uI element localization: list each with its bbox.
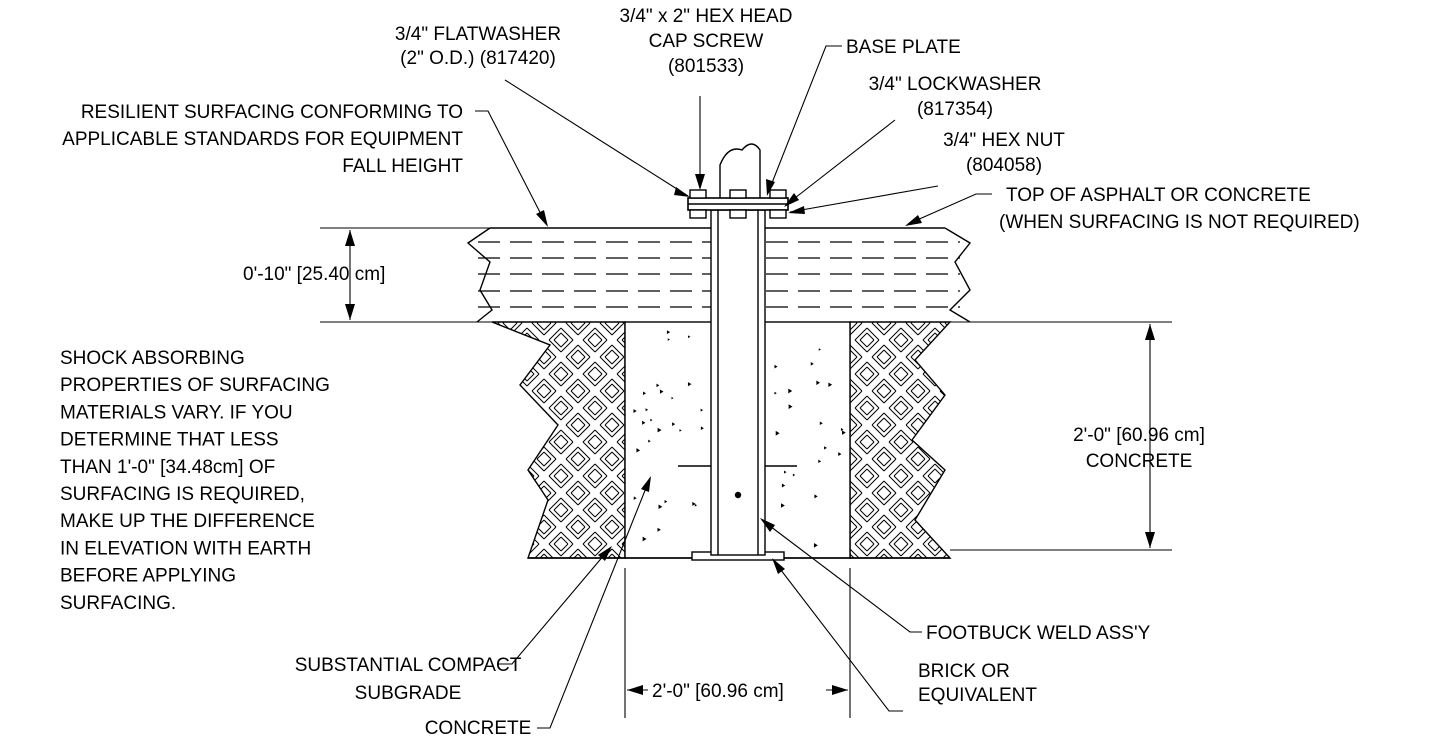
brick-line: BRICK OR <box>918 661 1010 682</box>
brick-line: EQUIVALENT <box>918 685 1037 706</box>
note-line: THAN 1'-0" [34.48cm] OF <box>60 457 275 478</box>
note-line: BEFORE APPLYING <box>60 566 236 587</box>
hex-nut-right <box>769 189 787 219</box>
label-lockwasher: 3/4" LOCKWASHER (817354) <box>869 74 1042 120</box>
label-subgrade: SUBSTANTIAL COMPACT SUBGRADE <box>295 655 522 704</box>
label-hexnut: 3/4" HEX NUT (804058) <box>943 130 1065 176</box>
note-line: DETERMINE THAT LESS <box>60 430 279 451</box>
flatwasher-line: (2" O.D.) (817420) <box>400 48 556 69</box>
footbuck-post <box>678 209 797 556</box>
note-line: SHOCK ABSORBING <box>60 348 245 369</box>
note-line: IN ELEVATION WITH EARTH <box>60 538 311 559</box>
lockwasher-line: (817354) <box>917 99 993 120</box>
topsurface-line: TOP OF ASPHALT OR CONCRETE <box>1006 185 1311 206</box>
dim-concrete-line: 2'-0" [60.96 cm] <box>1073 425 1205 446</box>
subgrade-line: SUBGRADE <box>355 683 462 704</box>
earth-right <box>849 321 952 559</box>
flatwasher-line: 3/4" FLATWASHER <box>395 24 561 45</box>
label-concrete: CONCRETE <box>425 718 532 738</box>
label-baseplate: BASE PLATE <box>846 37 961 58</box>
dimension-concrete-depth <box>1145 324 1155 548</box>
topsurface-line: (WHEN SURFACING IS NOT REQUIRED) <box>999 212 1360 233</box>
capscrew-line: 3/4" x 2" HEX HEAD <box>620 6 793 27</box>
leader-lines <box>475 45 992 729</box>
label-flatwasher: 3/4" FLATWASHER (2" O.D.) (817420) <box>395 24 561 69</box>
label-brick: BRICK OR EQUIVALENT <box>918 661 1037 706</box>
base-plate-assembly <box>687 143 789 219</box>
lockwasher-line: 3/4" LOCKWASHER <box>869 74 1042 95</box>
dim-surfacing-label: 0'-10" [25.40 cm] <box>243 264 385 285</box>
note-line: MATERIALS VARY. IF YOU <box>60 402 293 423</box>
label-footbuck: FOOTBUCK WELD ASS'Y <box>926 623 1151 644</box>
resilient-line: APPLICABLE STANDARDS FOR EQUIPMENT <box>62 129 463 150</box>
label-resilient: RESILIENT SURFACING CONFORMING TO APPLICA… <box>62 102 463 177</box>
dimension-surfacing-depth <box>345 230 355 320</box>
resilient-line: FALL HEIGHT <box>342 156 463 177</box>
note-line: SURFACING IS REQUIRED, <box>60 484 305 505</box>
dim-concrete-label: 2'-0" [60.96 cm] CONCRETE <box>1073 425 1205 472</box>
note-line: PROPERTIES OF SURFACING <box>60 375 330 396</box>
hex-nut-center <box>729 189 747 219</box>
label-top-surface: TOP OF ASPHALT OR CONCRETE (WHEN SURFACIN… <box>999 185 1360 233</box>
capscrew-line: CAP SCREW <box>649 31 764 52</box>
capscrew-line: (801533) <box>668 56 744 77</box>
dimension-footing-width <box>627 685 848 695</box>
baseplate-line: BASE PLATE <box>846 37 961 58</box>
subgrade-line: SUBSTANTIAL COMPACT <box>295 655 522 676</box>
note-line: MAKE UP THE DIFFERENCE <box>60 511 315 532</box>
hex-nut-left <box>689 189 707 219</box>
label-capscrew: 3/4" x 2" HEX HEAD CAP SCREW (801533) <box>620 6 793 77</box>
anchor-bolt-hole <box>734 491 742 499</box>
footbuck-line: FOOTBUCK WELD ASS'Y <box>926 623 1151 644</box>
concrete-line: CONCRETE <box>425 718 532 738</box>
resilient-line: RESILIENT SURFACING CONFORMING TO <box>81 102 463 123</box>
note-line: SURFACING. <box>60 593 176 614</box>
earth-left <box>491 321 626 559</box>
hexnut-line: 3/4" HEX NUT <box>943 130 1065 151</box>
note-shock-absorbing: SHOCK ABSORBING PROPERTIES OF SURFACING MA… <box>60 348 330 614</box>
dim-concrete-line: CONCRETE <box>1086 451 1193 472</box>
hexnut-line: (804058) <box>966 155 1042 176</box>
dim-width-label: 2'-0" [60.96 cm] <box>652 681 784 702</box>
reference-lines <box>320 227 1172 718</box>
